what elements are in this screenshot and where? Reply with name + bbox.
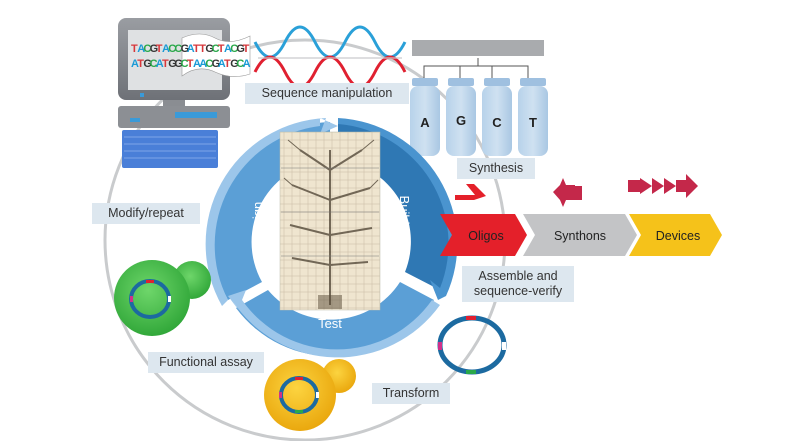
nucleotide-base: G [205, 43, 214, 55]
vial-t-label: T [529, 115, 537, 130]
sequence-paper [181, 33, 251, 77]
nucleotide-base: T [187, 58, 194, 70]
nucleotide-base: T [131, 43, 138, 55]
dbt-wheel [205, 118, 458, 358]
functional-assay-label: Functional assay [148, 352, 264, 373]
plasmid-icon [437, 315, 507, 375]
nucleotide-base: G [230, 58, 239, 70]
computer-icon [118, 18, 251, 168]
devices-label: Devices [656, 229, 700, 243]
device-icon [628, 174, 698, 198]
pipeline-chevrons [440, 214, 722, 256]
nucleotide-base: T [137, 58, 144, 70]
nucleotide-base: C [168, 43, 176, 55]
nucleotide-base: T [218, 43, 225, 55]
nucleotide-base: A [131, 58, 139, 70]
nucleotide-base: C [150, 58, 158, 70]
nucleotide-base: A [199, 58, 207, 70]
nucleotide-base: G [181, 43, 190, 55]
nucleotide-base: A [187, 43, 195, 55]
nucleotide-base: A [193, 58, 201, 70]
nucleotide-base: A [137, 43, 145, 55]
nucleotide-base: A [156, 58, 164, 70]
green-cell-icon [114, 260, 211, 336]
nucleotide-base: G [174, 58, 183, 70]
assemble-line: Assemble and [478, 269, 558, 283]
test-label: Test [318, 316, 342, 331]
yellow-cell-icon [264, 359, 356, 431]
synthons-label: Synthons [554, 229, 606, 243]
nucleotide-base: G [236, 43, 245, 55]
vial-t-icon [518, 78, 548, 156]
nucleotide-base: C [143, 43, 151, 55]
modify-repeat-label: Modify/repeat [92, 203, 200, 224]
nucleotide-base: G [212, 58, 221, 70]
nucleotide-base: C [174, 43, 182, 55]
vial-a-label: A [420, 115, 430, 130]
devices-chevron [629, 214, 722, 256]
synthon-icon [553, 178, 582, 207]
sequence-bottom-strand: ATGCATGGCTAACGATGCA [131, 58, 251, 70]
nucleotide-base: C [205, 58, 213, 70]
design-label: Design [250, 202, 265, 242]
nucleotide-base: A [224, 43, 232, 55]
vial-a-icon [410, 78, 440, 156]
oligos-chevron [440, 214, 527, 256]
build-label: Build [397, 196, 412, 225]
transform-label: Transform [372, 383, 450, 404]
synthesizer-icon [410, 40, 548, 156]
dna-helix-icon [253, 25, 407, 89]
nucleotide-base: G [143, 58, 152, 70]
nucleotide-base: T [243, 43, 250, 55]
assemble-verify-label: Assemble and sequence-verify [462, 266, 574, 302]
nucleotide-base: A [162, 43, 170, 55]
vial-c-icon [482, 78, 512, 156]
nucleotide-base: G [168, 58, 177, 70]
nucleotide-base: C [230, 43, 238, 55]
nucleotide-base: C [212, 43, 220, 55]
nucleotide-base: A [243, 58, 251, 70]
nucleotide-base: T [193, 43, 200, 55]
nucleotide-base: T [224, 58, 231, 70]
synthons-chevron [523, 214, 637, 256]
nucleotide-base: C [236, 58, 244, 70]
oligo-fragment-icon [455, 184, 486, 200]
nucleotide-base: A [218, 58, 226, 70]
vial-c-label: C [492, 115, 502, 130]
nucleotide-base: T [162, 58, 169, 70]
verify-line: sequence-verify [473, 284, 563, 298]
sequence-manipulation-label: Sequence manipulation [245, 83, 409, 104]
keyboard-icon [122, 130, 218, 168]
nucleotide-base: T [156, 43, 163, 55]
nucleotide-base: T [199, 43, 206, 55]
nucleotide-base: G [150, 43, 159, 55]
oligos-label: Oligos [468, 229, 503, 243]
sequence-top-strand: TACGTACCGATTGCTACGT [131, 43, 250, 55]
vial-g-label: G [456, 113, 466, 128]
vial-g-icon [446, 78, 476, 156]
synthesis-label: Synthesis [457, 158, 535, 179]
nucleotide-base: C [181, 58, 189, 70]
